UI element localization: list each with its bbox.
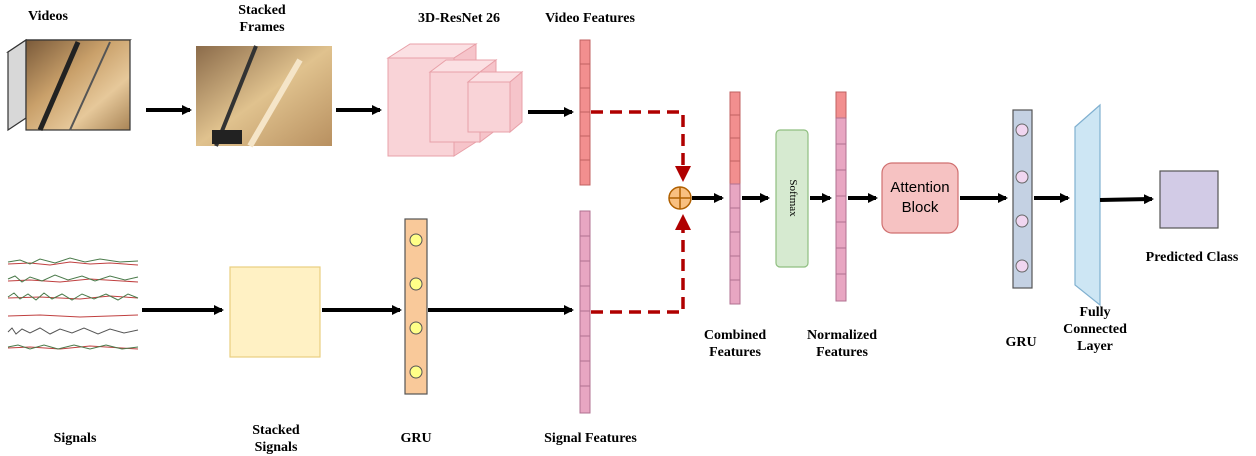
gru-signal-block [404, 218, 428, 395]
normalized-feature-vector [835, 91, 847, 302]
signals-plot-icon [7, 257, 139, 350]
label-normalized-features: Normalized Features [807, 328, 877, 360]
label-fully-connected: Fully Connected Layer [1063, 305, 1127, 354]
label-combined-features: Combined Features [703, 328, 767, 360]
label-predicted-class: Predicted Class [1145, 250, 1239, 265]
fully-connected-layer [1074, 103, 1101, 307]
label-gru-final: GRU [1005, 335, 1037, 350]
stacked-signals-box [229, 266, 321, 358]
fusion-arrow-up [675, 214, 691, 230]
label-gru-signal: GRU [400, 431, 432, 446]
label-stacked-signals: Stacked Signals [252, 423, 300, 455]
label-videos: Videos [28, 9, 68, 24]
label-signals: Signals [53, 431, 97, 446]
softmax-box [775, 129, 809, 268]
label-signal-features: Signal Features [544, 431, 637, 446]
gru-final-block [1012, 109, 1033, 289]
resnet-blocks-icon [386, 43, 524, 157]
signal-feature-vector [579, 210, 591, 414]
stacked-frames-icon [196, 45, 332, 148]
label-stacked-frames: Stacked Frames [238, 3, 286, 35]
label-video-features: Video Features [545, 11, 635, 26]
label-softmax: Softmax [787, 179, 799, 217]
fusion-dashed-arrows [591, 110, 685, 314]
predicted-class-box [1159, 170, 1219, 229]
video-cube-icon [6, 38, 132, 132]
label-attention-block: Attention Block [890, 179, 950, 216]
fusion-arrow-down [675, 166, 691, 182]
attention-block-box [881, 162, 959, 234]
label-resnet: 3D-ResNet 26 [417, 11, 501, 26]
video-feature-vector [579, 39, 591, 186]
concat-operator-icon [668, 186, 692, 210]
combined-feature-vector [729, 91, 741, 305]
